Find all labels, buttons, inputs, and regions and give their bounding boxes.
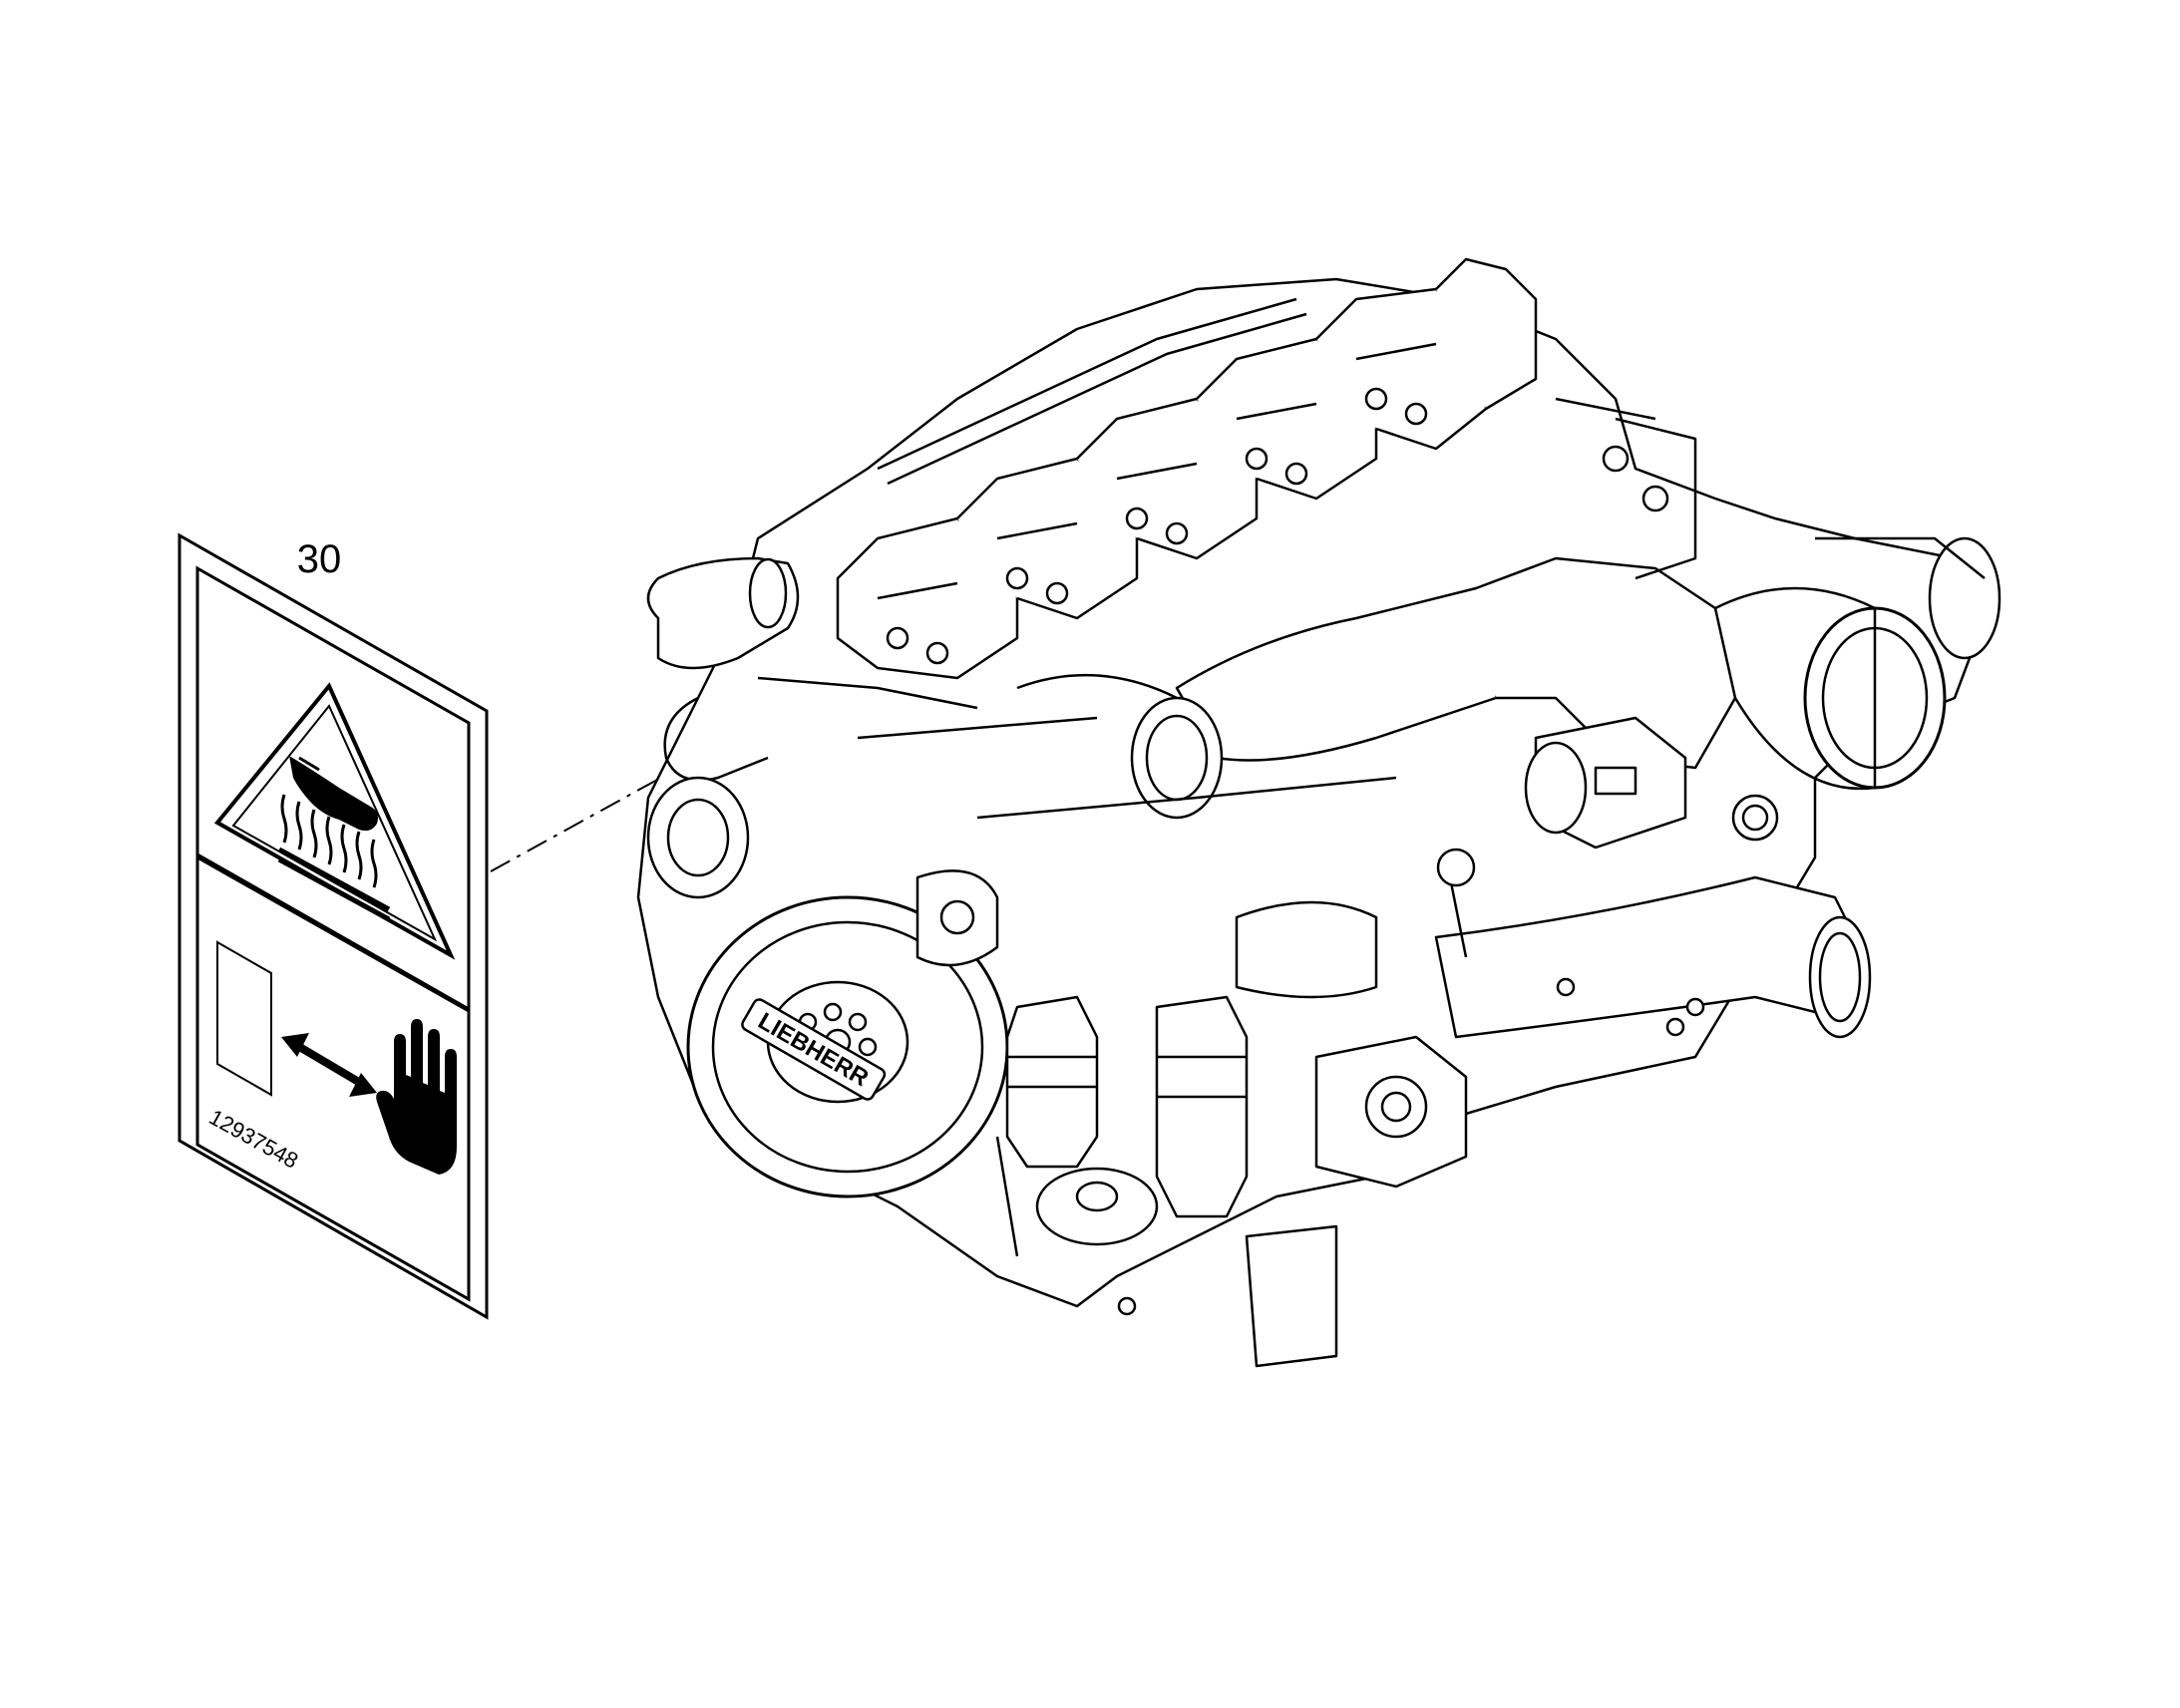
front-cover: LIEBHERR bbox=[686, 895, 1009, 1198]
charge-air-hoses bbox=[1016, 536, 2001, 820]
engine-illustration: LIEBHERR bbox=[636, 257, 2001, 1368]
double-arrow-icon bbox=[281, 1033, 377, 1097]
valve-covers bbox=[836, 257, 1538, 680]
keep-hands-away-icon bbox=[376, 1019, 457, 1175]
leader-line bbox=[490, 687, 825, 872]
warning-decal: 12937548 bbox=[178, 532, 489, 1320]
hot-surface-warning-icon bbox=[213, 682, 456, 960]
callout-number: 30 bbox=[296, 537, 342, 581]
filter-housings bbox=[1005, 995, 1338, 1368]
